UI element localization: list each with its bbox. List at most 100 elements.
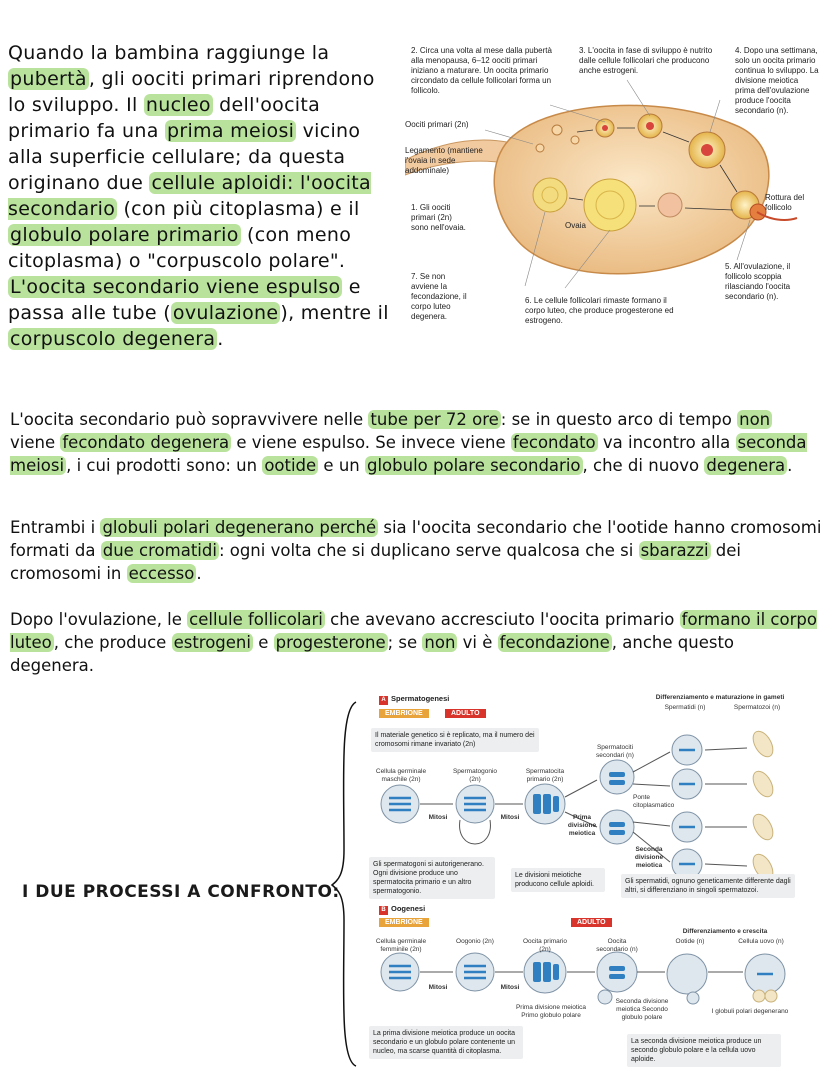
note-paragraph-3: Entrambi i globuli polari degenerano per…: [10, 516, 825, 585]
gametogenesis-illustration: [380, 730, 786, 1005]
note-text: vi è: [457, 633, 498, 652]
note-text: , che di nuovo: [582, 456, 705, 475]
note-text: Quando la bambina raggiunge la: [8, 42, 330, 64]
highlighted-text: prima meiosi: [165, 120, 297, 142]
label-diff-crescita: Differenziamento e crescita: [682, 928, 768, 935]
note-text: ), mentre il: [280, 302, 389, 324]
note-text: ; se: [387, 633, 423, 652]
label-mitosi-2: Mitosi: [500, 814, 520, 821]
highlighted-text: L'oocita secondario viene espulso: [8, 276, 343, 298]
note-text: vicino alla superficie cellulare; da que…: [8, 120, 361, 194]
highlighted-text: tube per 72 ore: [368, 410, 501, 429]
note-text: , i cui prodotti sono: un: [66, 456, 263, 475]
caption-2: 2. Circa una volta al mese dalla pubertà…: [411, 46, 552, 95]
ovary-illustration: [405, 79, 798, 289]
label-spermatozoi: Spermatozoi (n): [733, 704, 781, 711]
label-primo-globulo: Prima divisione meiotica Primo globulo p…: [515, 1004, 587, 1019]
caption-7: 7. Se non avviene la fecondazione, il co…: [411, 272, 467, 321]
highlighted-text: non: [422, 633, 458, 652]
label-rottura: Rottura del follicolo: [765, 193, 805, 212]
oogenesi-label: Oogenesi: [391, 904, 426, 913]
label-cellula-germinale-m: Cellula germinale maschile (2n): [375, 768, 427, 783]
box-autorigenerano: Gli spermatogoni si autorigenerano. Ogni…: [369, 857, 495, 899]
note-text: Entrambi i: [10, 518, 101, 537]
note-text: va incontro alla: [597, 433, 736, 452]
label-secondo-globulo: Seconda divisione meiotica Secondo globu…: [615, 998, 669, 1021]
note-paragraph-1: Quando la bambina raggiunge la pubertà, …: [8, 40, 398, 352]
note-text: : se in questo arco di tempo: [500, 410, 738, 429]
highlighted-text: due cromatidi: [100, 541, 219, 560]
label-mitosi-3: Mitosi: [428, 984, 448, 991]
compare-label: I DUE PROCESSI A CONFRONTO:: [22, 882, 340, 902]
caption-1: 1. Gli oociti primari (2n) sono nell'ova…: [411, 203, 466, 232]
note-text: L'oocita secondario può sopravvivere nel…: [10, 410, 369, 429]
note-paragraph-2: L'oocita secondario può sopravvivere nel…: [10, 408, 820, 477]
note-text: dei cromosomi in: [10, 541, 742, 583]
note-text: che avevano accresciuto l'oocita primari…: [324, 610, 680, 629]
label-spermatogonio: Spermatogonio (2n): [452, 768, 498, 783]
highlighted-text: nucleo: [143, 94, 213, 116]
label-mitosi-4: Mitosi: [500, 984, 520, 991]
note-text: .: [196, 564, 202, 583]
label-seconda-divisione: Seconda divisione meiotica: [634, 846, 664, 869]
box-seconda-divisione: La seconda divisione meiotica produce un…: [627, 1034, 781, 1067]
curly-brace: [330, 701, 357, 1067]
highlighted-text: pubertà: [8, 68, 89, 90]
label-globuli-degenerano: I globuli polari degenerano: [711, 1008, 789, 1015]
label-mitosi-1: Mitosi: [428, 814, 448, 821]
highlighted-text: globuli polari degenerano perché: [100, 518, 379, 537]
note-text: , che produce: [53, 633, 172, 652]
note-text: : ogni volta che si duplicano serve qual…: [218, 541, 639, 560]
ovary-figure: 2. Circa una volta al mese dalla pubertà…: [405, 40, 823, 345]
tag-embrione-b: EMBRIONE: [379, 918, 429, 927]
spermatogenesi-label: Spermatogenesi: [391, 694, 450, 703]
note-text: e: [252, 633, 274, 652]
highlighted-text: fecondato degenera: [60, 433, 232, 452]
badge-b: B: [379, 906, 388, 915]
label-prima-divisione: Prima divisione meiotica: [567, 814, 597, 837]
highlighted-text: ootide: [262, 456, 319, 475]
box-materiale-genetico: Il materiale genetico si è replicato, ma…: [371, 728, 539, 752]
tag-adulto-b: ADULTO: [571, 918, 612, 927]
note-text: sia l'oocita secondario che l'ootide han…: [10, 518, 822, 560]
box-spermatidi: Gli spermatidi, ognuno geneticamente dif…: [621, 874, 795, 898]
note-text: Dopo l'ovulazione, le: [10, 610, 188, 629]
label-cellula-germinale-f: Cellula germinale femminile (2n): [375, 938, 427, 953]
highlighted-text: corpuscolo degenera: [8, 328, 218, 350]
label-diff-maturazione: Differenziamento e maturazione in gameti: [655, 694, 785, 701]
note-text: dell'oocita primario fa una: [8, 94, 321, 142]
highlighted-text: non: [737, 410, 773, 429]
label-spermatidi: Spermatidi (n): [664, 704, 706, 711]
note-text: viene: [10, 433, 61, 452]
tag-adulto-a: ADULTO: [445, 709, 486, 718]
label-oocita-primario: Oocita primario (2n): [522, 938, 568, 953]
highlighted-text: degenera: [704, 456, 788, 475]
caption-3: 3. L'oocita in fase di sviluppo è nutrit…: [579, 46, 713, 75]
label-legamento: Legamento (mantiene l'ovaia in sede addo…: [405, 146, 483, 175]
note-text: e passa alle tube (: [8, 276, 361, 324]
box-divisioni-meiotiche: Le divisioni meiotiche producono cellule…: [511, 868, 605, 892]
label-oogonio: Oogonio (2n): [456, 938, 494, 945]
highlighted-text: fecondazione: [497, 633, 612, 652]
caption-5: 5. All'ovulazione, il follicolo scoppia …: [725, 262, 791, 301]
badge-a: A: [379, 696, 388, 705]
note-text: , gli oociti primari riprendono lo svilu…: [8, 68, 375, 116]
highlighted-text: estrogeni: [171, 633, 253, 652]
highlighted-text: globulo polare primario: [8, 224, 241, 246]
note-text: .: [217, 328, 224, 350]
tag-embrione-a: EMBRIONE: [379, 709, 429, 718]
label-spermatociti-secondari: Spermatociti secondari (n): [596, 744, 634, 759]
note-text: (con più citoplasma) e il: [117, 198, 360, 220]
note-text: , anche questo degenera.: [10, 633, 735, 675]
note-text: .: [787, 456, 793, 475]
label-oociti-primari: Oociti primari (2n): [405, 120, 469, 129]
highlighted-text: progesterone: [273, 633, 388, 652]
highlighted-text: fecondato: [510, 433, 598, 452]
note-paragraph-4: Dopo l'ovulazione, le cellule follicolar…: [10, 608, 820, 677]
label-ovaia: Ovaia: [565, 221, 586, 230]
label-ootide: Ootide (n): [675, 938, 705, 945]
highlighted-text: cellule follicolari: [187, 610, 325, 629]
label-spermatocita-primario: Spermatocita primario (2n): [525, 768, 565, 783]
